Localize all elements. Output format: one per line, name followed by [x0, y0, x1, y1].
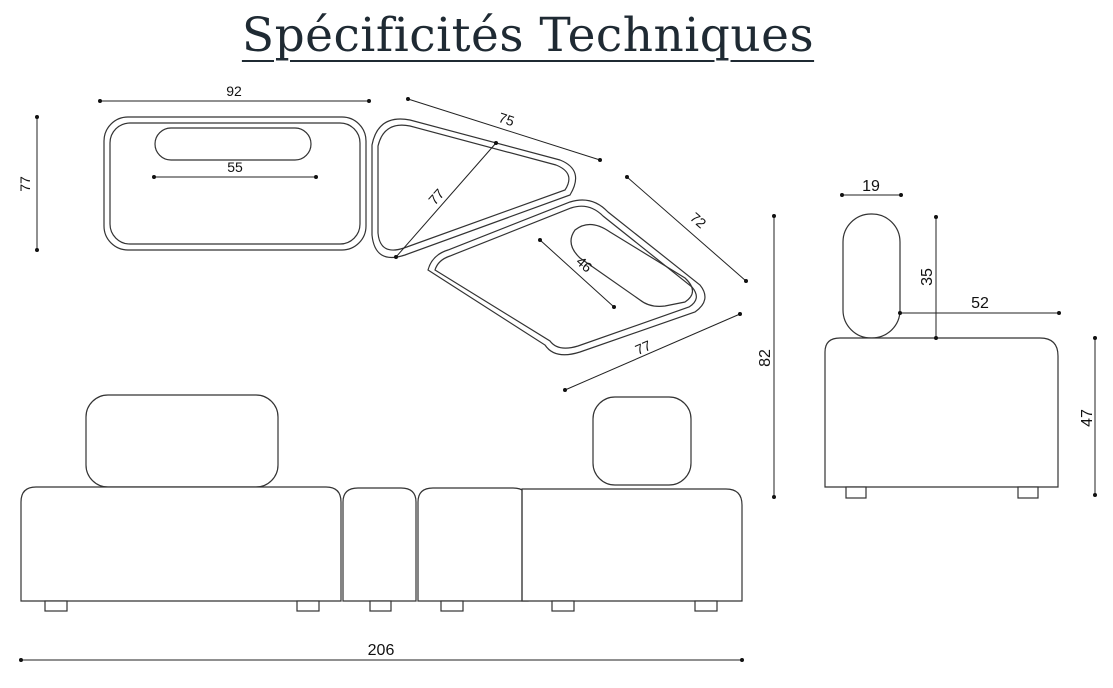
dim-label-seat-width: 92 [226, 83, 242, 99]
dim-label-backrest-height: 35 [919, 268, 936, 286]
right-module-inner [434, 205, 697, 349]
foot [440, 600, 464, 612]
foot [369, 600, 392, 612]
dim-line-77-corner [395, 142, 497, 258]
dim-label-right-front: 77 [633, 337, 654, 358]
side-view: 19 35 52 47 [824, 178, 1097, 499]
dim-label-seat-remaining: 52 [971, 295, 989, 312]
dim-label-backrest-depth: 19 [862, 178, 880, 195]
side-seat [824, 337, 1059, 488]
dim-label-seat-height: 47 [1079, 409, 1096, 427]
dim-label-total-height: 82 [757, 349, 774, 367]
right-module-outer [427, 199, 706, 356]
left-module-inner [109, 122, 361, 245]
left-cushion [154, 127, 312, 161]
dim-label-corner-side: 75 [497, 109, 517, 129]
dim-line-77-bottom [564, 313, 741, 391]
foot [845, 486, 867, 499]
front-seat-center [342, 487, 417, 602]
foot [551, 600, 575, 612]
foot [44, 600, 68, 612]
dim-label-cushion-width: 55 [227, 159, 243, 175]
left-module-outer [103, 116, 367, 251]
dim-line-46 [539, 239, 615, 308]
dim-label-corner-depth: 77 [425, 185, 447, 207]
front-seat-right [521, 488, 743, 602]
dim-label-right-side: 72 [687, 209, 709, 231]
front-view: 206 82 [19, 214, 776, 662]
corner-module-inner [377, 124, 570, 251]
top-view: 92 77 55 75 77 72 46 77 [17, 83, 748, 392]
dim-line-72 [626, 176, 747, 282]
corner-module-outer [371, 118, 577, 259]
side-backrest [842, 213, 901, 339]
dim-label-seat-depth: 77 [17, 176, 33, 192]
front-left-backrest [85, 394, 279, 488]
foot [296, 600, 320, 612]
foot [694, 600, 718, 612]
dim-label-right-cushion: 46 [573, 253, 595, 275]
right-cushion [570, 223, 694, 307]
page-title: Spécificités Techniques [241, 8, 815, 63]
dim-line-75 [407, 98, 601, 161]
front-seat-corner [417, 487, 529, 602]
dim-label-total-width: 206 [368, 642, 395, 659]
front-right-backrest [592, 396, 692, 486]
front-seat-left [20, 486, 342, 602]
foot [1017, 486, 1039, 499]
